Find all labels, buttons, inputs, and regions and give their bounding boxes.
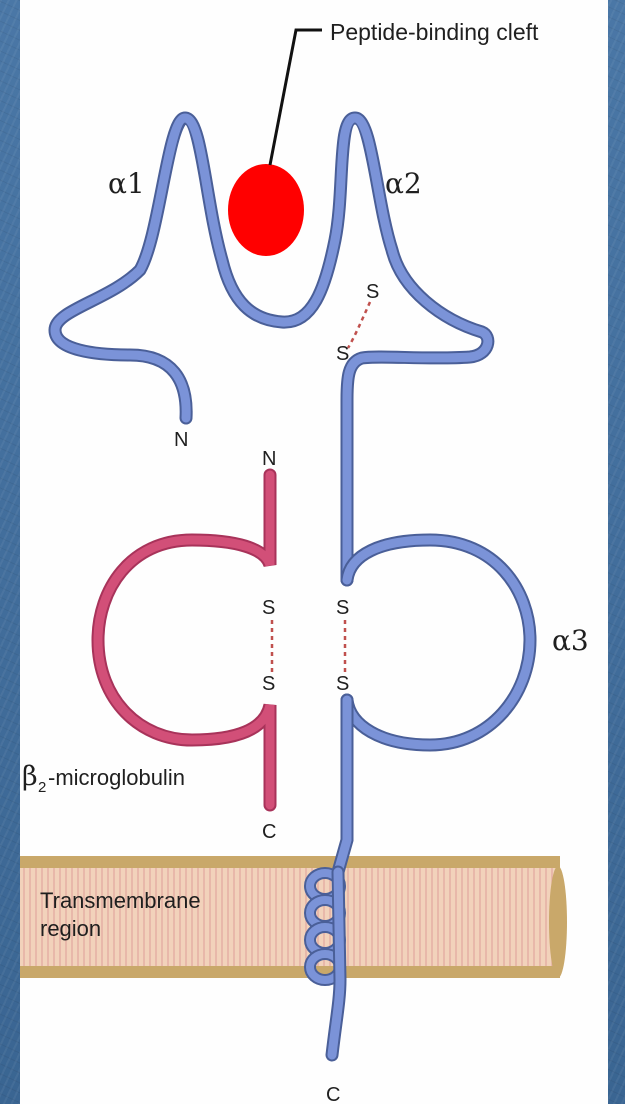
peptide-binding-cleft-label: Peptide-binding cleft (330, 19, 539, 45)
disulfide-s-top: S (366, 281, 379, 303)
alpha1-label: α1 (108, 167, 145, 200)
alpha3-label: α3 (552, 624, 589, 657)
beta-symbol: β (22, 761, 38, 792)
membrane-label-line2: region (40, 916, 101, 941)
beta-subscript: 2 (38, 779, 46, 796)
heavy-chain-c-terminus: C (326, 1084, 340, 1104)
beta2-n-terminus: N (262, 448, 276, 470)
heavy-chain-n-terminus: N (174, 429, 188, 451)
beta2-c-terminus: C (262, 821, 276, 843)
disulfide-s-alpha3-upper: S (336, 597, 349, 619)
disulfide-s-beta2-upper: S (262, 597, 275, 619)
disulfide-s-beta2-lower: S (262, 673, 275, 695)
membrane-label-line1: Transmembrane (40, 888, 201, 913)
disulfide-s-top-lower: S (336, 343, 349, 365)
alpha2-label: α2 (385, 167, 422, 200)
transmembrane-band (20, 856, 567, 978)
microglobulin-text: -microglobulin (48, 765, 185, 790)
peptide-red-dot (228, 164, 304, 256)
disulfide-s-alpha3-lower: S (336, 673, 349, 695)
